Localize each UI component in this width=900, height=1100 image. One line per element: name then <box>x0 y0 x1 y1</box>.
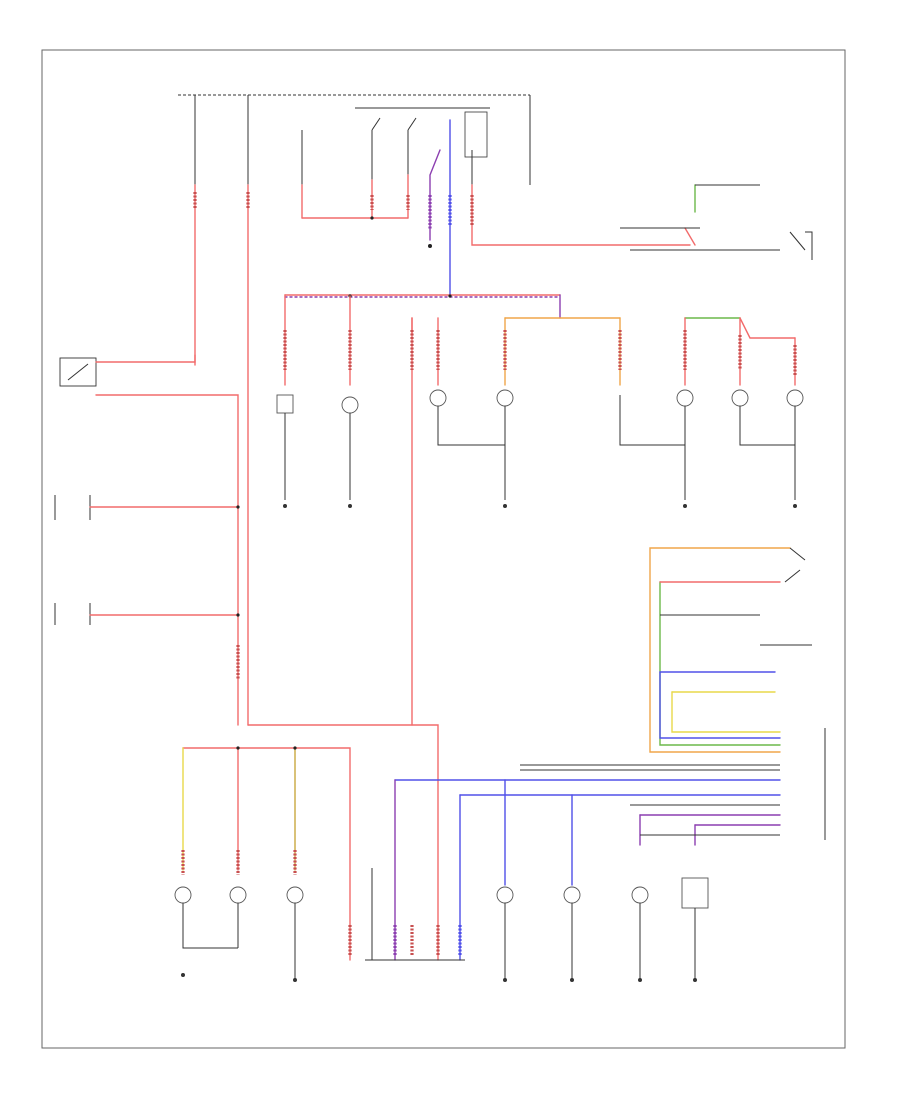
ground-symbols-top <box>283 504 797 508</box>
lower-lamp-5 <box>563 794 581 980</box>
right-switch-block <box>649 547 826 840</box>
main-lamp-bus <box>284 294 796 339</box>
top-right-switch <box>620 184 813 260</box>
lamp-drop-4 <box>429 317 505 446</box>
lamp-drop-6 <box>618 317 685 446</box>
left-input-1 <box>54 495 240 520</box>
ground-symbols-bottom <box>181 973 697 982</box>
lower-bus <box>394 764 781 961</box>
lamp-drop-2 <box>341 295 359 500</box>
lower-lamp-7 <box>681 877 709 980</box>
lamp-drop-9 <box>786 337 804 500</box>
lower-left-feed <box>181 746 462 961</box>
lower-lamp-4 <box>496 779 514 980</box>
red-trunk <box>247 724 439 961</box>
lamp-drop-5 <box>496 317 514 500</box>
brake-switch <box>59 354 239 726</box>
lower-lamp-3 <box>286 886 304 980</box>
lamp-drop-1 <box>276 294 294 500</box>
lamp-drop-8 <box>731 317 795 446</box>
left-input-2 <box>54 603 240 680</box>
trailer-connector <box>365 868 465 961</box>
lower-lamp-6 <box>631 886 649 980</box>
relay-feed <box>428 119 691 296</box>
light-switch-cluster <box>301 117 417 220</box>
top-power-bus <box>178 94 531 185</box>
lower-lamp-2 <box>229 886 247 948</box>
lower-lamp-1 <box>174 886 238 949</box>
diagram-frame <box>41 49 846 1049</box>
lamp-drop-7 <box>676 317 694 500</box>
